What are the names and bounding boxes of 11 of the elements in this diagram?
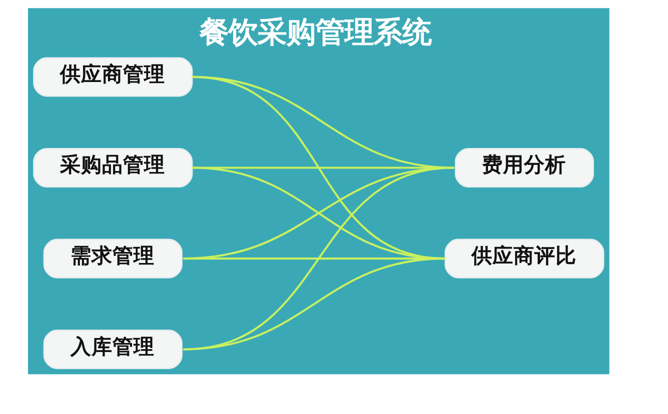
diagram-title: 餐饮采购管理系统 [198, 14, 431, 49]
node-box: 供应商评比 [444, 238, 604, 278]
node-box: 需求管理 [42, 238, 182, 278]
connector [182, 166, 454, 350]
connector [182, 258, 445, 350]
connector [192, 166, 454, 169]
node-box: 入库管理 [42, 330, 182, 370]
node-box: 采购品管理 [32, 148, 192, 188]
node-box: 供应商管理 [32, 57, 192, 97]
node-box: 费用分析 [454, 148, 594, 188]
connector [191, 76, 454, 169]
